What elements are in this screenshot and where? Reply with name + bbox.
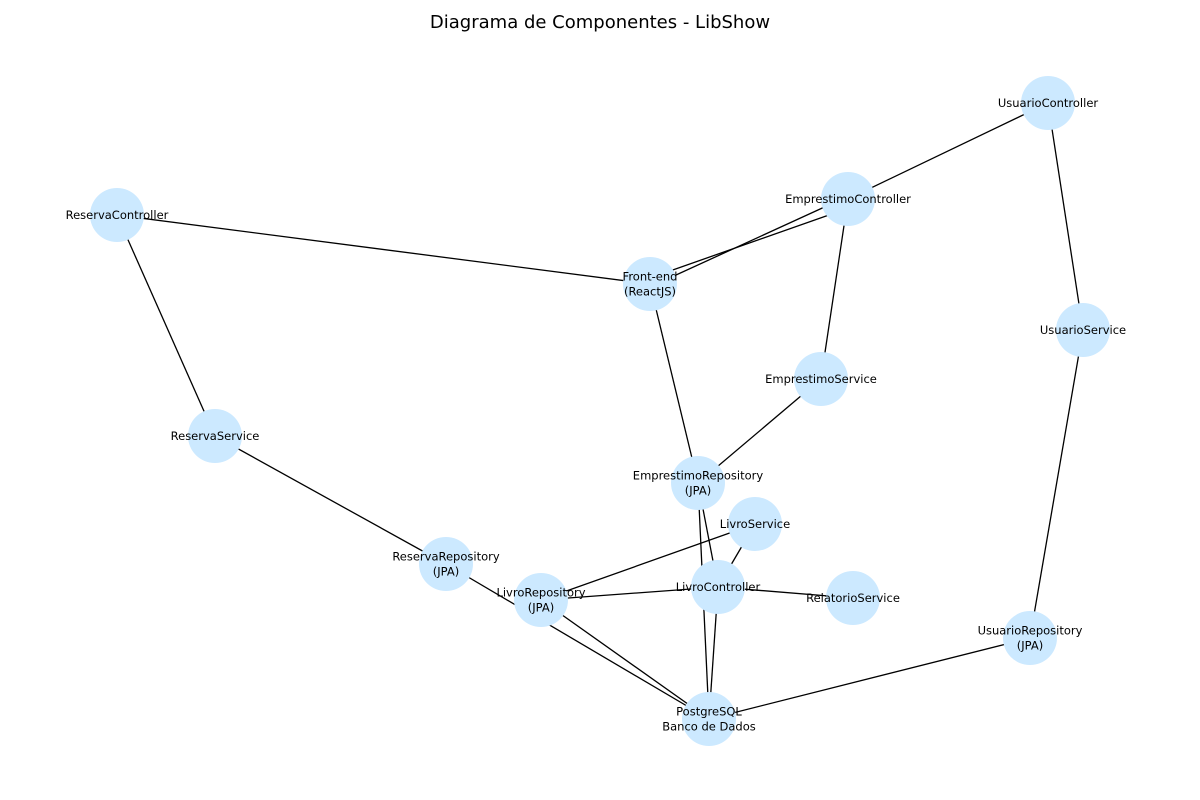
node-label: ReservaController xyxy=(66,208,169,222)
node-circle xyxy=(1003,611,1057,665)
edge-reserva-controller-to-reserva-service xyxy=(116,214,216,437)
edge-emprestimo-controller-to-frontend xyxy=(651,198,843,287)
node-label: EmprestimoService xyxy=(765,372,877,386)
edge-livro-repository-to-livro-controller xyxy=(540,586,719,601)
edge-emprestimo-controller-to-emprestimo-service xyxy=(820,198,849,380)
edge-reserva-repository-to-postgresql xyxy=(445,563,710,720)
edge-usuario-controller-to-emprestimo-controller xyxy=(847,102,1049,200)
node-usuario-repository: UsuarioRepository(JPA) xyxy=(978,611,1083,665)
node-label: PostgreSQL xyxy=(676,705,742,719)
edge-frontend-to-emprestimo-repository xyxy=(649,283,699,484)
node-circle xyxy=(671,456,725,510)
node-circle xyxy=(514,573,568,627)
node-label: UsuarioService xyxy=(1040,323,1126,337)
node-label: (JPA) xyxy=(433,565,459,579)
node-reserva-controller: ReservaController xyxy=(66,188,169,242)
node-circle xyxy=(682,692,736,746)
node-circle xyxy=(1021,76,1075,130)
edge-emprestimo-controller-to-frontend xyxy=(649,208,847,279)
node-label: (JPA) xyxy=(1017,639,1043,653)
diagram-title: Diagrama de Componentes - LibShow xyxy=(429,12,771,33)
node-circle xyxy=(90,188,144,242)
edge-livro-service-to-livro-repository xyxy=(540,523,756,601)
node-circle xyxy=(826,571,880,625)
node-circle xyxy=(794,352,848,406)
edge-usuario-controller-to-usuario-service xyxy=(1047,102,1084,331)
edges-layer xyxy=(116,102,1084,720)
edge-usuario-repository-to-postgresql xyxy=(708,637,1031,720)
node-relatorio-service: RelatorioService xyxy=(806,571,900,625)
node-livro-controller: LivroController xyxy=(676,560,761,614)
node-emprestimo-repository: EmprestimoRepository(JPA) xyxy=(633,456,764,510)
node-label: LivroRepository xyxy=(496,586,585,600)
edge-usuario-service-to-usuario-repository xyxy=(1029,329,1084,639)
node-circle xyxy=(728,497,782,551)
node-label: EmprestimoRepository xyxy=(633,469,764,483)
node-circle xyxy=(623,257,677,311)
edge-reserva-service-to-reserva-repository xyxy=(214,435,447,565)
node-label: LivroService xyxy=(720,517,790,531)
node-label: EmprestimoController xyxy=(785,192,911,206)
node-emprestimo-service: EmprestimoService xyxy=(765,352,877,406)
node-reserva-service: ReservaService xyxy=(171,409,260,463)
node-livro-service: LivroService xyxy=(720,497,790,551)
edge-livro-repository-to-postgresql xyxy=(540,599,710,720)
node-circle xyxy=(691,560,745,614)
node-usuario-service: UsuarioService xyxy=(1040,303,1126,357)
node-circle xyxy=(1056,303,1110,357)
node-label: UsuarioController xyxy=(998,96,1099,110)
node-label: ReservaService xyxy=(171,429,260,443)
node-label: LivroController xyxy=(676,580,761,594)
node-emprestimo-controller: EmprestimoController xyxy=(785,172,911,226)
node-label: Front-end xyxy=(623,270,678,284)
node-circle xyxy=(419,537,473,591)
node-livro-repository: LivroRepository(JPA) xyxy=(496,573,586,627)
node-label: Banco de Dados xyxy=(662,720,756,734)
node-label: (JPA) xyxy=(685,484,711,498)
node-usuario-controller: UsuarioController xyxy=(998,76,1099,130)
node-label: (JPA) xyxy=(528,601,554,615)
node-circle xyxy=(188,409,242,463)
node-circle xyxy=(821,172,875,226)
node-label: (ReactJS) xyxy=(624,285,676,299)
node-frontend: Front-end(ReactJS) xyxy=(623,257,678,311)
node-label: RelatorioService xyxy=(806,591,900,605)
node-reserva-repository: ReservaRepository(JPA) xyxy=(392,537,500,591)
node-label: UsuarioRepository xyxy=(978,624,1083,638)
node-label: ReservaRepository xyxy=(392,550,500,564)
nodes-layer: UsuarioControllerEmprestimoControllerRes… xyxy=(66,76,1126,746)
edge-reserva-controller-to-frontend xyxy=(116,214,651,285)
